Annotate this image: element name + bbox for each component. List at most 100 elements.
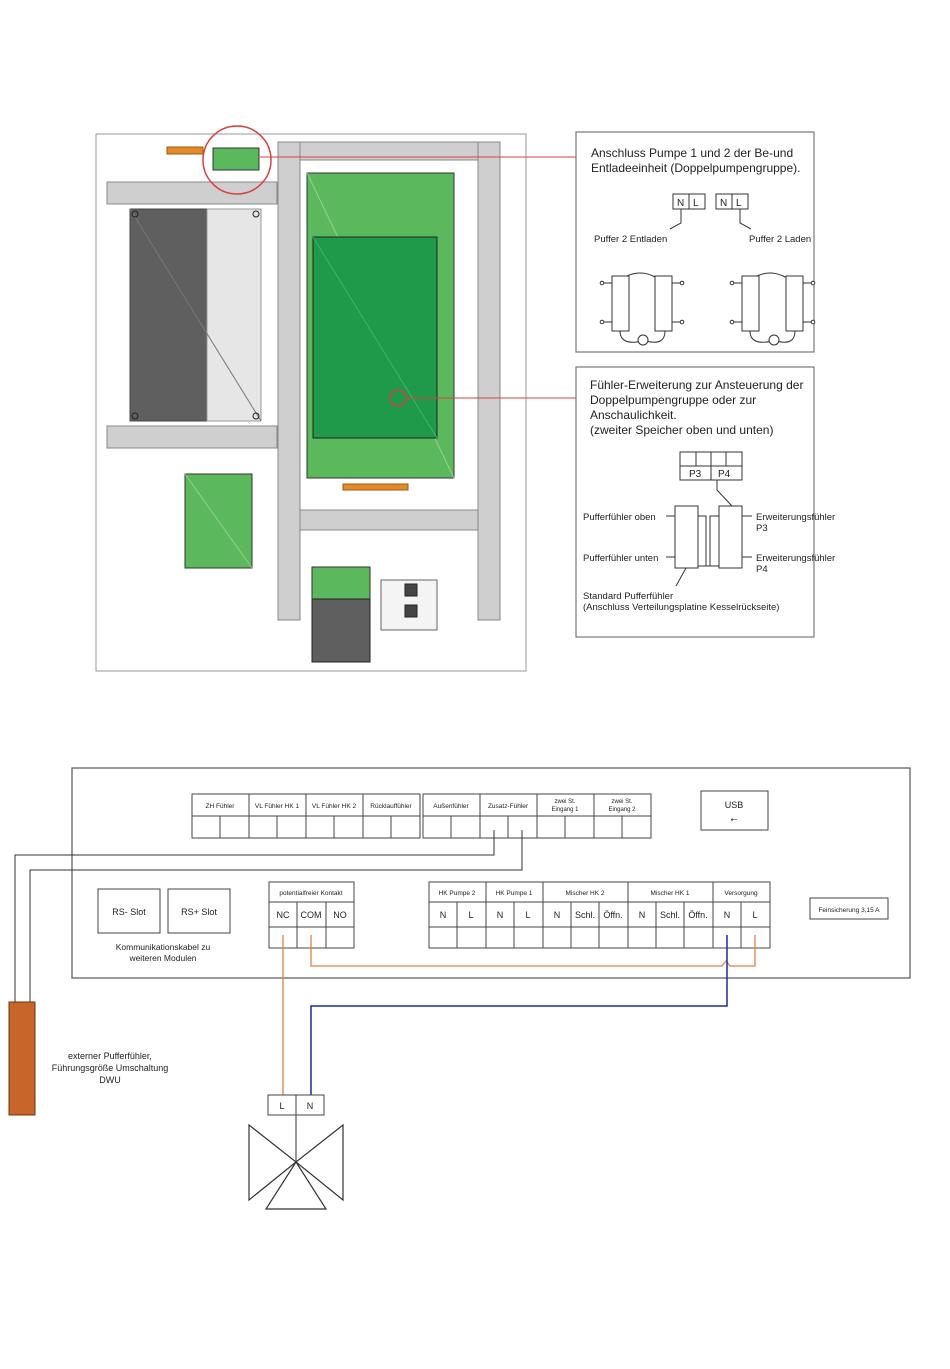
label-vl-fuehler-hk2: VL Fühler HK 2 [312,803,357,810]
svg-text:N: N [440,910,447,920]
svg-text:Eingang 2: Eingang 2 [608,807,636,813]
terminal-p4: P4 [718,469,731,480]
svg-text:Führungsgröße Umschaltung: Führungsgröße Umschaltung [52,1063,169,1073]
svg-text:N: N [639,910,646,920]
svg-text:zwei St.: zwei St. [611,799,632,805]
svg-text:P3: P3 [756,523,768,534]
external-buffer-sensor [8,1001,36,1116]
bar-top [299,141,479,161]
svg-text:Erweiterungsfühler: Erweiterungsfühler [756,553,835,564]
svg-text:Eingang 1: Eingang 1 [551,807,579,813]
pump-group-left-icon [599,272,685,346]
pump-connector-block [212,147,260,171]
svg-text:N: N [497,910,504,920]
highlight-circle-pump [202,125,272,195]
pump-group-right-icon [729,272,816,346]
svg-text:weiteren Modulen: weiteren Modulen [128,953,196,963]
svg-text:Fühler-Erweiterung zur Ansteue: Fühler-Erweiterung zur Ansteuerung der [590,378,803,392]
terminal-nc: NC [277,910,290,920]
svg-text:N: N [720,198,727,209]
svg-text:Standard Pufferfühler: Standard Pufferfühler [583,591,673,602]
svg-text:L: L [468,910,473,920]
callout-sensor-extension: Fühler-Erweiterung zur Ansteuerung der D… [575,366,835,638]
svg-text:potentialfreier Kontakt: potentialfreier Kontakt [279,890,342,897]
sensor-wire-1 [14,830,495,1002]
bar-top-left [106,181,278,205]
terminal-no: NO [333,910,347,920]
label-hk-pumpe-2: HK Pumpe 2 [439,890,476,897]
svg-text:RS- Slot: RS- Slot [112,907,146,917]
display-cover [206,208,262,422]
label-ruecklauffuehler: Rücklauffühler [370,803,412,810]
top-board-diagram [95,125,576,672]
switch-1 [404,583,418,597]
svg-text:Doppelpumpengruppe oder zur: Doppelpumpengruppe oder zur [590,393,756,407]
label-puffer-oben: Pufferfühler oben [583,512,656,523]
usb-icon: ⭠ [730,814,737,824]
external-sensor-label: externer Pufferfühler, [68,1051,152,1061]
valve-terminal-l: L [279,1101,284,1111]
buffer-tank-1 [674,505,699,569]
svg-text:(Anschluss Verteilungsplatine: (Anschluss Verteilungsplatine Kesselrück… [583,602,779,613]
svg-text:Erweiterungsfühler: Erweiterungsfühler [756,512,835,523]
sensor-terminal-group-2: Außenfühler Zusatz-Fühler zwei St. Einga… [422,793,652,839]
power-terminal-block: HK Pumpe 2 HK Pumpe 1 Mischer HK 2 Misch… [428,881,771,949]
svg-text:N: N [554,910,561,920]
usb-label: USB [725,800,744,810]
comm-cable-label: Kommunikationskabel zu [116,942,211,952]
bar-middle [299,509,479,531]
label-mischer-hk-1: Mischer HK 1 [650,890,689,897]
svg-text:L: L [736,198,742,209]
svg-text:DWU: DWU [99,1075,121,1085]
orange-component-top [166,146,204,155]
label-puffer-laden: Puffer 2 Laden [749,234,811,245]
valve-terminal-n: N [307,1101,314,1111]
terminal-p3: P3 [689,469,702,480]
callout1-title-line2: Entladeeinheit (Doppelpumpengruppe). [591,161,800,175]
gray-block-bottom [311,598,371,663]
svg-text:Öffn.: Öffn. [688,910,707,920]
switch-2 [404,604,418,618]
svg-text:Öffn.: Öffn. [603,910,622,920]
svg-text:L: L [693,198,699,209]
svg-text:RS+ Slot: RS+ Slot [181,907,217,917]
buffer-tank-2 [718,505,743,569]
label-vl-fuehler-hk1: VL Fühler HK 1 [255,803,300,810]
label-versorgung: Versorgung [724,890,758,897]
fuse [809,897,889,920]
svg-text:Schl.: Schl. [575,910,595,920]
orange-component-middle [342,483,409,491]
svg-text:Feinsicherung 3,15 A: Feinsicherung 3,15 A [818,907,880,914]
rs-minus-slot [97,888,161,934]
label-zh-fuehler: ZH Fühler [206,803,236,810]
label-aussenfuehler: Außenfühler [433,803,469,810]
three-way-valve-icon [248,1123,344,1210]
label-hk-pumpe-1: HK Pumpe 1 [496,890,533,897]
svg-text:(zweiter Speicher oben und unt: (zweiter Speicher oben und unten) [590,423,773,437]
label-puffer-entladen: Puffer 2 Entladen [594,234,667,245]
label-mischer-hk-2: Mischer HK 2 [565,890,604,897]
rs-plus-slot [167,888,231,934]
svg-text:P4: P4 [756,564,768,575]
svg-text:Anschaulichkeit.: Anschaulichkeit. [590,408,677,422]
bar-vertical-right [477,141,501,621]
svg-text:L: L [525,910,530,920]
terminal-com: COM [301,910,322,920]
svg-text:N: N [724,910,731,920]
svg-text:zwei St.: zwei St. [554,799,575,805]
callout1-title-line1: Anschluss Pumpe 1 und 2 der Be-und [591,146,793,160]
label-zusatz-fuehler: Zusatz-Fühler [488,803,529,810]
sensor-wire-2 [29,830,523,1002]
wire-com-to-supply-l [310,935,756,967]
callout-pump-connection: Anschluss Pumpe 1 und 2 der Be-und Entla… [575,131,816,353]
usb-port [700,790,769,831]
svg-text:L: L [752,910,757,920]
label-puffer-unten: Pufferfühler unten [583,553,658,564]
svg-text:N: N [677,198,684,209]
bottom-terminal-diagram: ZH Fühler VL Fühler HK 1 VL Fühler HK 2 … [8,767,911,1210]
wire-supply-n-to-valve-n [310,935,728,1095]
sensor-terminal-group-1: ZH Fühler VL Fühler HK 1 VL Fühler HK 2 … [191,793,421,839]
bar-bottom-left [106,425,278,449]
bar-vertical-left [277,141,301,621]
svg-text:Schl.: Schl. [660,910,680,920]
